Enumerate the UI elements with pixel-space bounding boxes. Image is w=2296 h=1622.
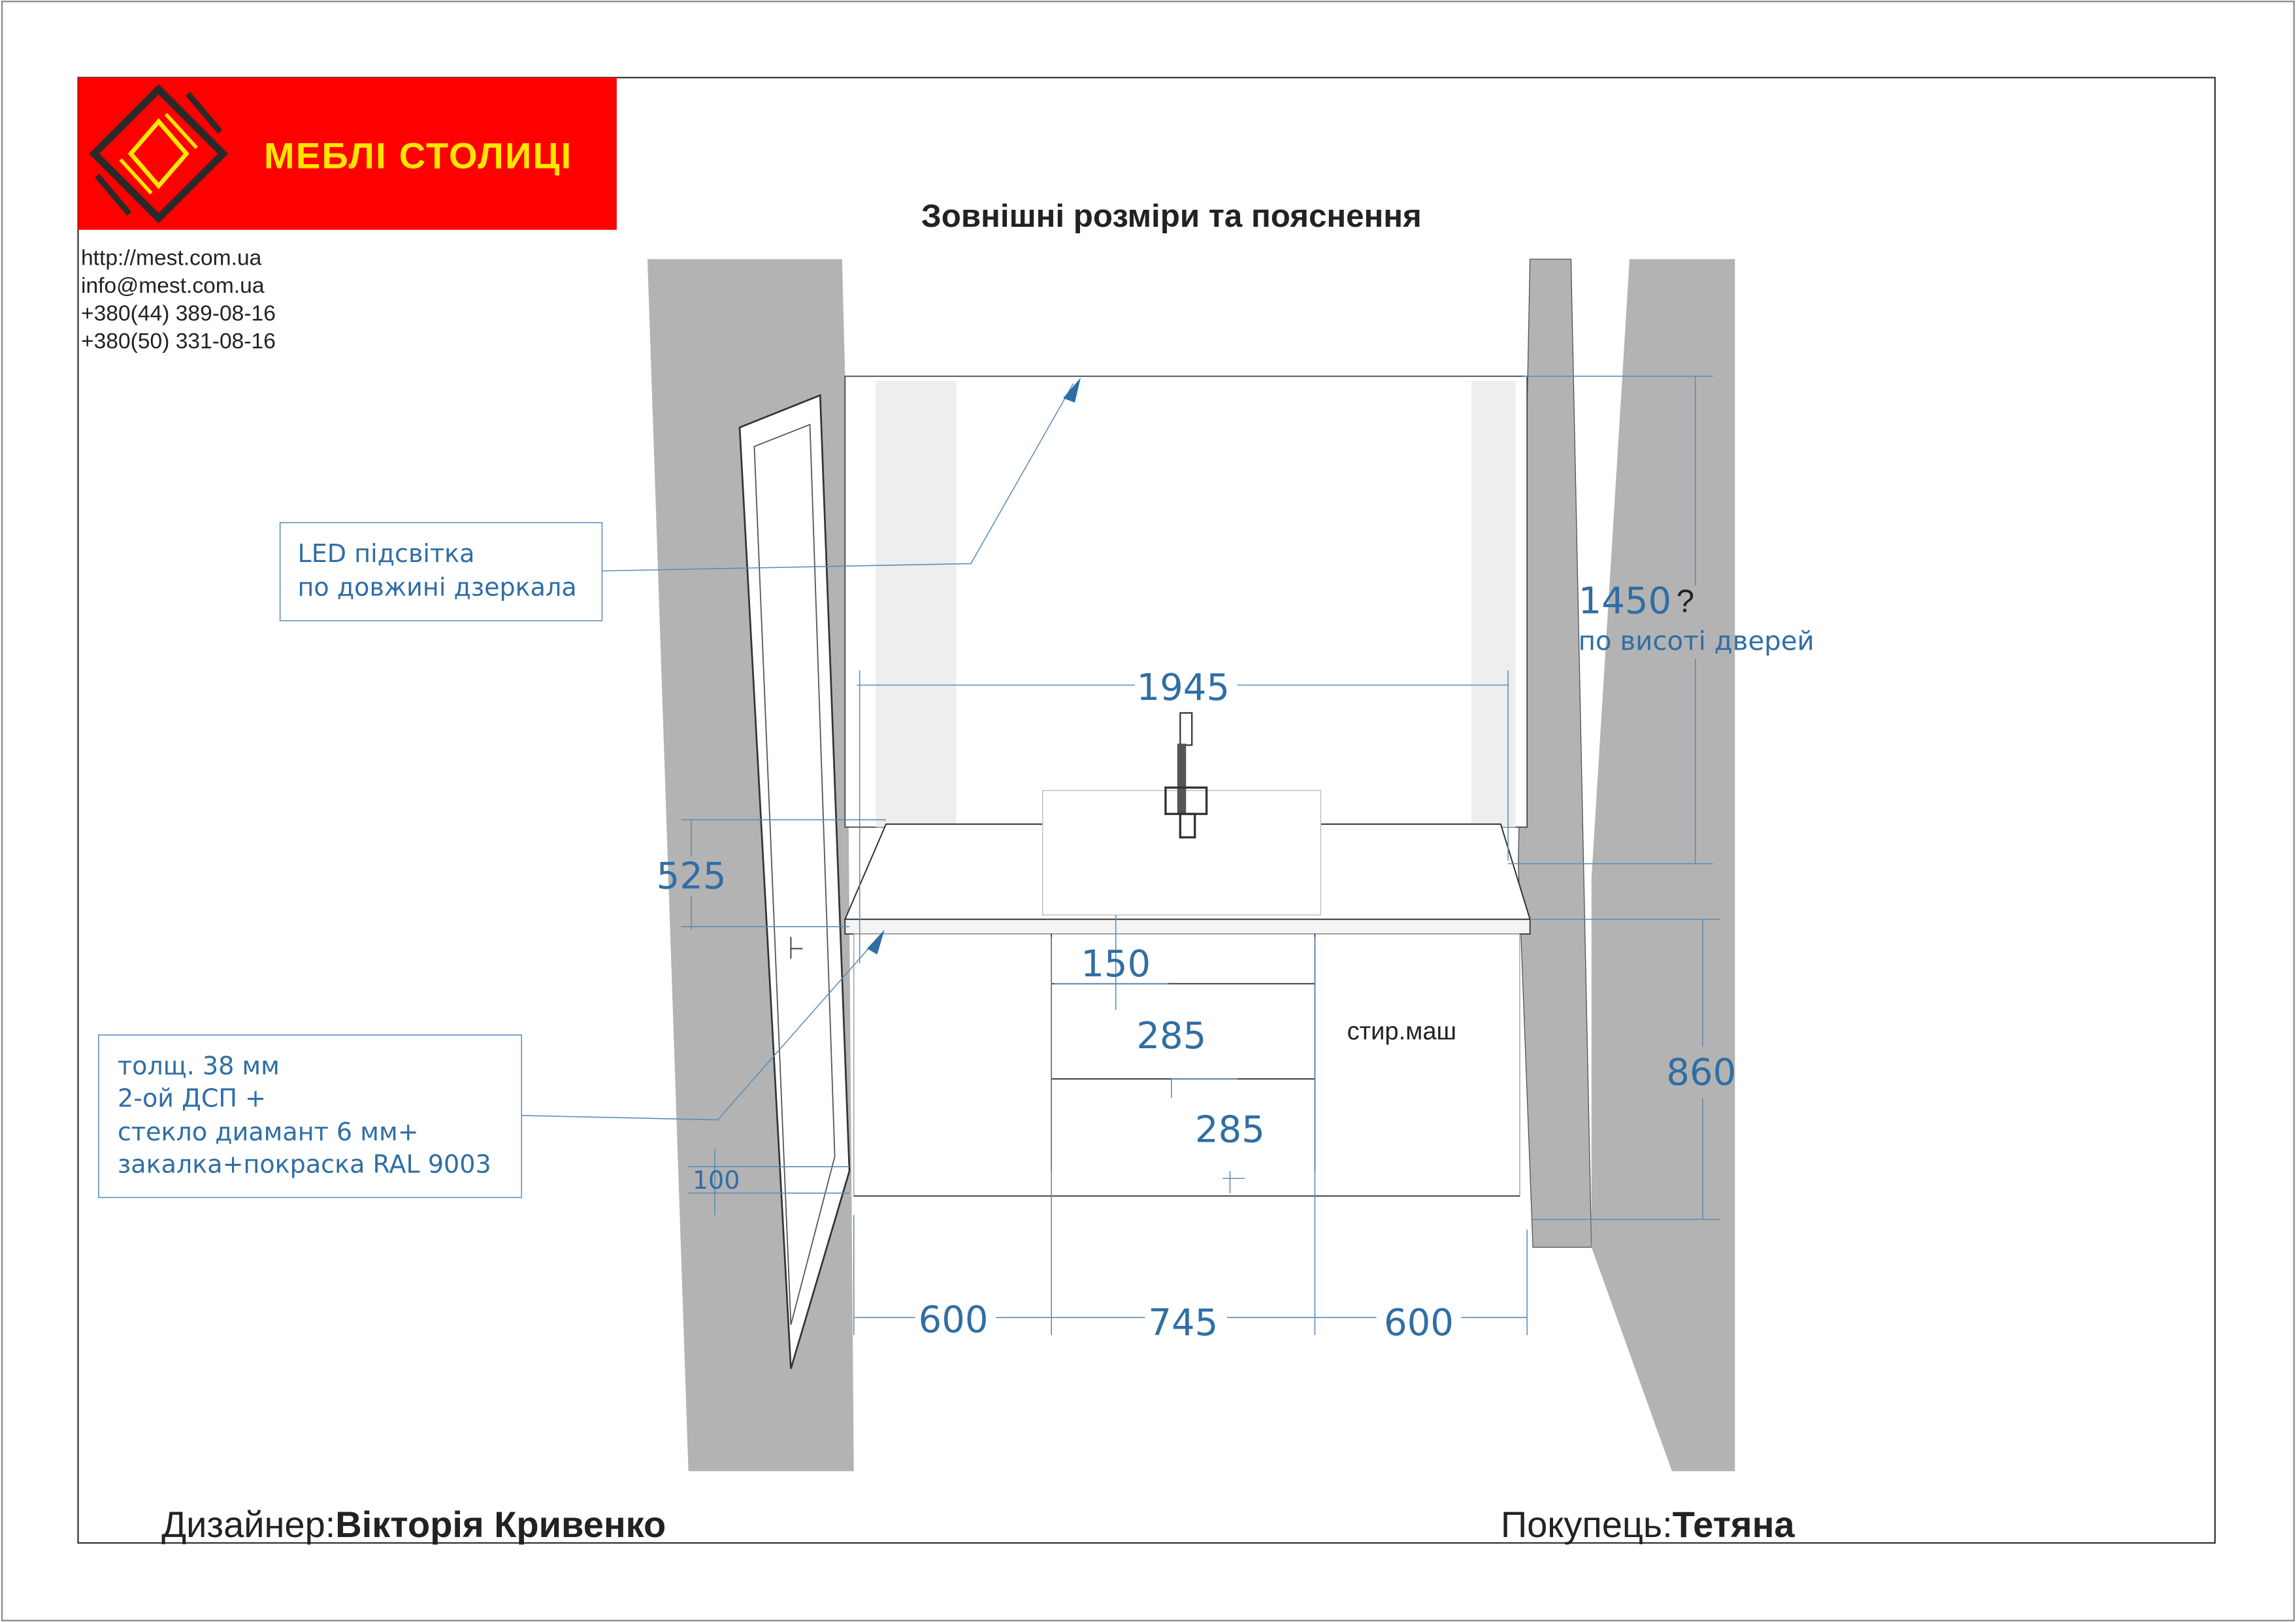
door-handle bbox=[790, 936, 803, 959]
right-wall bbox=[1591, 259, 1735, 1472]
phone-2: +380(50) 331-08-16 bbox=[81, 329, 276, 354]
dim-center-width: 745 bbox=[1148, 1302, 1218, 1344]
dim-mirror-width: 1945 bbox=[1137, 667, 1230, 709]
dim-drawer-top: 150 bbox=[1081, 943, 1151, 985]
callout-text: LED підсвітка bbox=[298, 539, 475, 568]
dim-gap: 525 bbox=[657, 855, 727, 898]
door bbox=[738, 393, 851, 1369]
callout-text: закалка+покраска RAL 9003 bbox=[118, 1150, 491, 1178]
dim-right-width: 600 bbox=[1384, 1302, 1454, 1344]
arrow-icon bbox=[866, 929, 885, 955]
mirror-reflection-left bbox=[876, 380, 957, 827]
cabinet bbox=[853, 933, 1520, 1197]
callout-text: толщ. 38 мм bbox=[118, 1051, 280, 1080]
logo-text: МЕБЛІ СТОЛИЦІ bbox=[264, 135, 572, 176]
customer-name: Тетяна bbox=[1673, 1504, 1796, 1545]
dim-drawer-mid: 285 bbox=[1136, 1015, 1206, 1057]
dimension-lines bbox=[681, 375, 1720, 1335]
dim-mirror-height: 1450 bbox=[1579, 580, 1672, 623]
washer-label: стир.маш bbox=[1347, 1018, 1456, 1045]
mirror-reflection-right bbox=[1471, 380, 1516, 827]
callout-text: 2-ой ДСП + bbox=[118, 1084, 266, 1112]
arrow-icon bbox=[1063, 377, 1081, 403]
designer-name: Вікторія Кривенко bbox=[335, 1504, 666, 1545]
customer-field: Покупець:Тетяна bbox=[1501, 1504, 1796, 1545]
callout-countertop: толщ. 38 мм 2-ой ДСП + стекло диамант 6 … bbox=[98, 1034, 523, 1199]
contacts: http://mest.com.ua info@mest.com.ua +380… bbox=[81, 246, 276, 354]
dim-plinth: 100 bbox=[693, 1166, 740, 1195]
faucet-icon bbox=[1164, 712, 1208, 839]
leader-lines bbox=[521, 377, 1081, 1121]
website-link[interactable]: http://mest.com.ua bbox=[81, 246, 262, 270]
designer-label: Дизайнер: bbox=[161, 1504, 335, 1545]
dim-drawer-bottom: 285 bbox=[1195, 1108, 1265, 1151]
callout-led: LED підсвітка по довжині дзеркала bbox=[279, 521, 603, 621]
room-scene bbox=[647, 258, 1735, 1472]
dim-mirror-height-note: по висоті дверей bbox=[1579, 626, 1814, 657]
phone-1: +380(44) 389-08-16 bbox=[81, 302, 276, 326]
frame bbox=[77, 76, 2216, 1544]
customer-label: Покупець: bbox=[1501, 1504, 1673, 1545]
callout-text: по довжині дзеркала bbox=[298, 573, 577, 602]
dim-left-width: 600 bbox=[919, 1299, 989, 1341]
page-title: Зовнішні розміри та пояснення bbox=[921, 198, 1422, 234]
logo: МЕБЛІ СТОЛИЦІ bbox=[78, 77, 617, 230]
dim-cabinet-height: 860 bbox=[1666, 1051, 1736, 1094]
designer-field: Дизайнер:Вікторія Кривенко bbox=[161, 1504, 666, 1545]
dim-question-mark: ? bbox=[1677, 583, 1694, 619]
email-link[interactable]: info@mest.com.ua bbox=[81, 274, 265, 298]
callout-text: стекло диамант 6 мм+ bbox=[118, 1117, 419, 1146]
